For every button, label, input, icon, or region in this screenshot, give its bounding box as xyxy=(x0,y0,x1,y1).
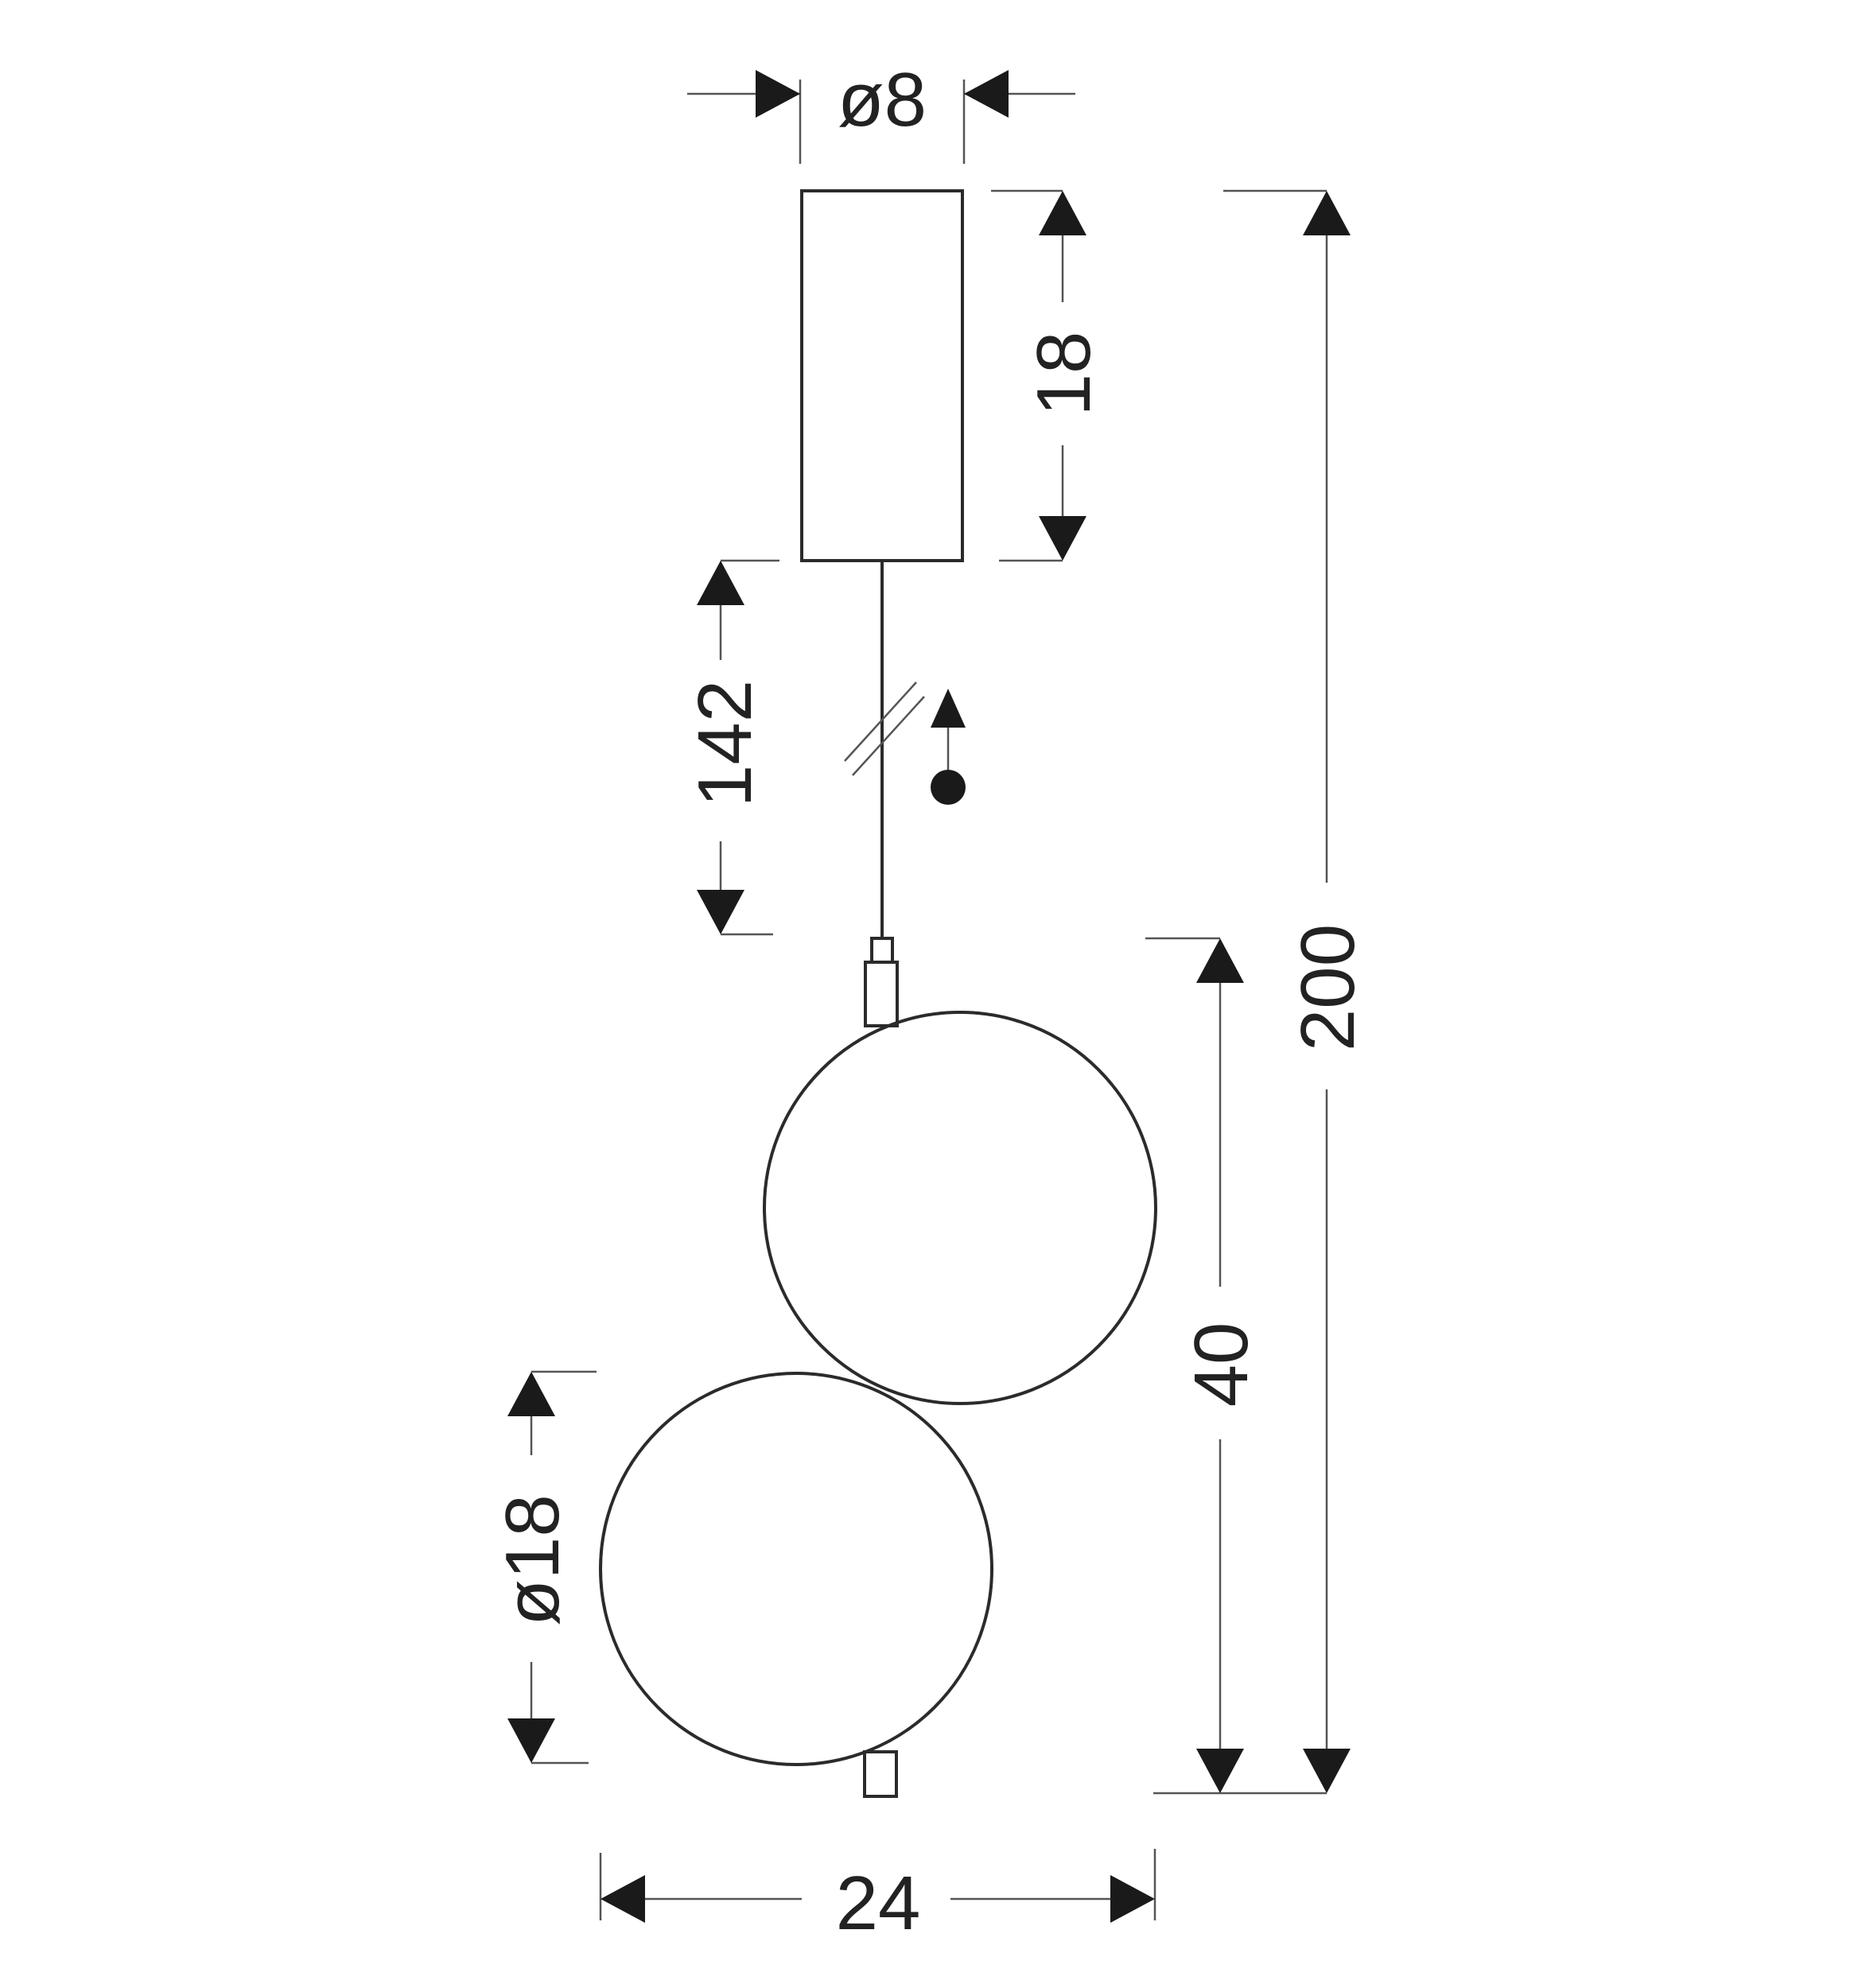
overall-width-label: 24 xyxy=(836,1861,921,1946)
canopy-height-dimension: 18 xyxy=(991,189,1106,562)
total-height-label: 200 xyxy=(1285,924,1370,1051)
cable-connector xyxy=(870,937,894,964)
lower-rod xyxy=(863,1750,898,1798)
cable-length-dimension: 142 xyxy=(682,559,779,936)
globe-diameter-dimension: ø18 xyxy=(490,1370,597,1765)
cable-break-mark xyxy=(844,681,925,776)
upper-glass-globe xyxy=(763,1011,1157,1405)
globe-diameter-label: ø18 xyxy=(490,1494,575,1625)
adjustable-height-icon xyxy=(931,689,966,805)
canopy-height-label: 18 xyxy=(1021,332,1106,417)
lamp-body xyxy=(599,189,1157,1798)
overall-width-dimension: 24 xyxy=(599,1849,1156,1946)
globes-height-label: 40 xyxy=(1179,1322,1264,1408)
ceiling-canopy xyxy=(800,189,964,562)
lower-glass-globe xyxy=(599,1372,993,1766)
upper-rod xyxy=(864,961,899,1027)
canopy-diameter-label: ø8 xyxy=(838,57,927,142)
globes-height-dimension: 40 xyxy=(1145,937,1264,1793)
total-height-dimension: 200 xyxy=(1153,189,1370,1795)
canopy-diameter-dimension: ø8 xyxy=(687,57,1075,164)
cable-length-label: 142 xyxy=(682,680,768,807)
